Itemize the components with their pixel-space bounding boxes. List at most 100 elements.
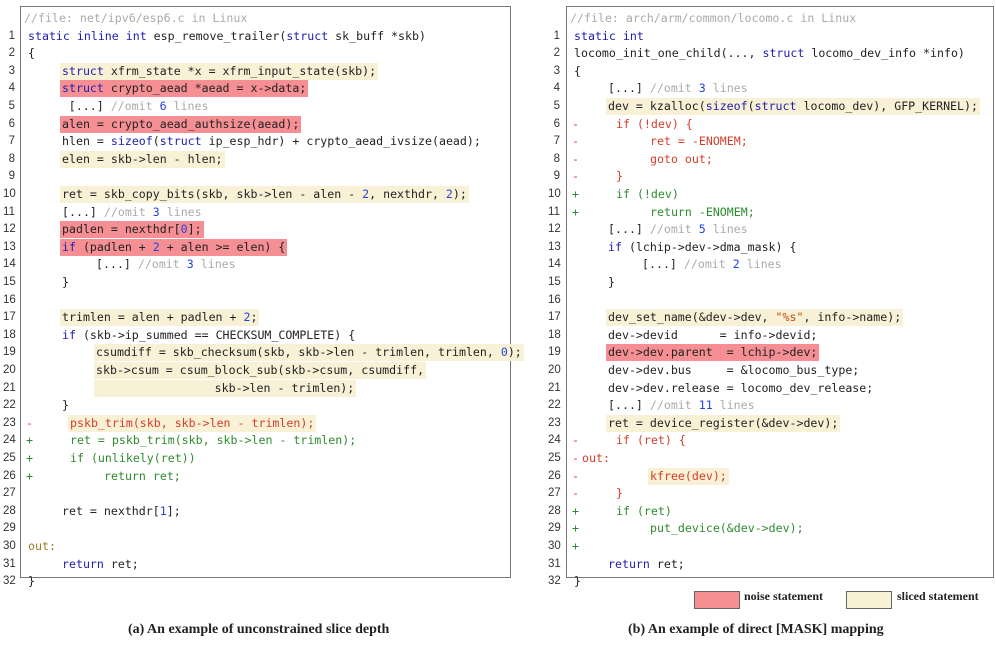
right-line-number: 27	[548, 487, 561, 500]
right-line-number: 29	[548, 522, 561, 535]
left-code-line: out:	[28, 538, 58, 555]
statement: dev->dev.release = locomo_dev_release;	[608, 380, 874, 395]
right-diff-marker: -	[572, 169, 579, 184]
left-code-line: static inline int esp_remove_trailer(str…	[28, 28, 428, 45]
left-code-line: skb->len - trimlen);	[94, 379, 357, 397]
right-code-line: if (ret)	[616, 503, 674, 520]
right-code-line: put_device(&dev->dev);	[650, 520, 806, 537]
statement: static inline int esp_remove_trailer(str…	[28, 28, 426, 43]
statement: dev->dev.bus = &locomo_bus_type;	[608, 363, 860, 377]
statement: [...] //omit 2 lines	[642, 257, 782, 272]
right-line-number: 4	[553, 82, 560, 95]
left-line-number: 11	[3, 205, 15, 218]
statement: out:	[28, 539, 56, 553]
right-diff-marker: -	[572, 451, 579, 465]
left-code-line: if (padlen + 2 + alen >= elen) {	[60, 238, 288, 256]
right-line-number: 25	[548, 452, 561, 464]
caption-left: (a) An example of unconstrained slice de…	[128, 622, 390, 637]
left-line-number: 27	[3, 487, 16, 500]
left-code-line: }	[62, 397, 71, 414]
right-code-line: [...] //omit 11 lines	[608, 397, 757, 414]
left-diff-marker: +	[26, 468, 33, 483]
sliced-statement: elen = skb->len - hlen;	[60, 150, 225, 168]
noise-legend-label: noise statement	[744, 589, 823, 603]
statement: locomo_init_one_child(..., struct locomo…	[574, 46, 965, 61]
right-code-line: dev->dev.release = locomo_dev_release;	[608, 380, 875, 397]
statement: dev->devid = info->devid;	[608, 327, 818, 342]
statement: return ret;	[608, 556, 685, 571]
left-line-number: 20	[3, 364, 16, 376]
right-code-line: return ret;	[608, 556, 687, 573]
sliced-statement: dev_set_name(&dev->dev, "%s", info->name…	[606, 309, 904, 327]
right-code-line: if (!dev) {	[616, 116, 695, 133]
right-code-line: [...] //omit 5 lines	[608, 221, 750, 238]
left-code-line: ret = skb_copy_bits(skb, skb->len - alen…	[60, 186, 469, 203]
left-line-number: 9	[8, 170, 15, 183]
left-code-line: struct crypto_aead *aead = x->data;	[60, 80, 309, 98]
left-code-line: }	[28, 573, 37, 590]
statement: {	[574, 63, 581, 78]
right-diff-marker: -	[572, 486, 579, 501]
caption-right: (b) An example of direct [MASK] mapping	[628, 622, 884, 637]
left-diff-marker: +	[26, 433, 33, 448]
right-code-line: ret = device_register(&dev->dev);	[606, 414, 841, 432]
right-line-number: 5	[553, 100, 560, 112]
right-code-line: dev->dev.bus = &locomo_bus_type;	[608, 362, 861, 379]
right-diff-marker: +	[572, 539, 579, 553]
sliced-statement: trimlen = alen + padlen + 2;	[60, 309, 260, 327]
left-diff-marker: -	[26, 415, 33, 430]
right-line-number: 30	[548, 540, 561, 552]
statement: put_device(&dev->dev);	[650, 521, 804, 536]
left-line-number: 10	[3, 188, 16, 200]
right-code-line: dev = kzalloc(sizeof(struct locomo_dev),…	[606, 98, 980, 115]
statement: }	[62, 275, 69, 289]
left-line-number: 2	[8, 47, 15, 60]
left-line-number: 21	[3, 381, 16, 394]
right-code-line: }	[574, 573, 583, 590]
right-line-number: 28	[548, 504, 561, 517]
right-line-number: 24	[548, 434, 561, 447]
right-line-number: 18	[548, 328, 561, 341]
statement: }	[616, 169, 623, 184]
right-diff-marker: -	[572, 116, 579, 131]
sliced-legend-label: sliced statement	[897, 589, 979, 603]
left-line-number: 3	[8, 64, 15, 77]
right-diff-marker: -	[572, 151, 579, 166]
statement: [...] //omit 3 lines	[608, 81, 748, 96]
statement: ret = pskb_trim(skb, skb->len - trimlen)…	[70, 433, 357, 448]
left-code-line: padlen = nexthdr[0];	[60, 221, 204, 239]
right-line-number: 2	[553, 47, 560, 60]
statement: [...] //omit 11 lines	[608, 398, 755, 413]
left-diff-marker: +	[26, 451, 33, 465]
left-line-number: 31	[3, 557, 16, 570]
right-line-number: 15	[548, 276, 561, 288]
statement: [...] //omit 3 lines	[96, 257, 236, 272]
right-code-line: static int	[574, 28, 646, 45]
noise-statement: alen = crypto_aead_authsize(aead);	[60, 115, 302, 133]
statement: ret = -ENOMEM;	[650, 134, 748, 149]
right-line-number: 6	[553, 117, 560, 130]
noise-statement: dev->dev.parent = lchip->dev;	[606, 344, 820, 362]
right-code-line: }	[608, 274, 617, 291]
left-line-number: 28	[3, 504, 16, 517]
right-code-line: {	[574, 63, 583, 80]
sliced-statement: pskb_trim(skb, skb->len - trimlen);	[68, 414, 317, 432]
left-line-number: 30	[3, 540, 16, 552]
right-code-line: if (!dev)	[616, 186, 681, 203]
right-code-line: [...] //omit 3 lines	[608, 80, 750, 97]
statement: if (!dev)	[616, 187, 679, 201]
statement: [...] //omit 6 lines	[68, 99, 209, 113]
left-line-number: 12	[3, 223, 16, 236]
left-line-number: 23	[3, 416, 16, 429]
left-code-line: elen = skb->len - hlen;	[60, 150, 225, 168]
right-line-number: 20	[548, 364, 561, 376]
right-line-number: 9	[553, 170, 560, 183]
left-code-line: skb->csum = csum_block_sub(skb->csum, cs…	[94, 362, 427, 379]
right-line-number: 19	[548, 346, 561, 359]
statement: return ret;	[104, 468, 181, 483]
left-line-number: 32	[3, 575, 16, 588]
left-line-number: 18	[3, 328, 16, 341]
left-line-number: 19	[3, 346, 16, 359]
right-diff-marker: +	[572, 503, 579, 518]
left-code-line: return ret;	[104, 468, 183, 485]
